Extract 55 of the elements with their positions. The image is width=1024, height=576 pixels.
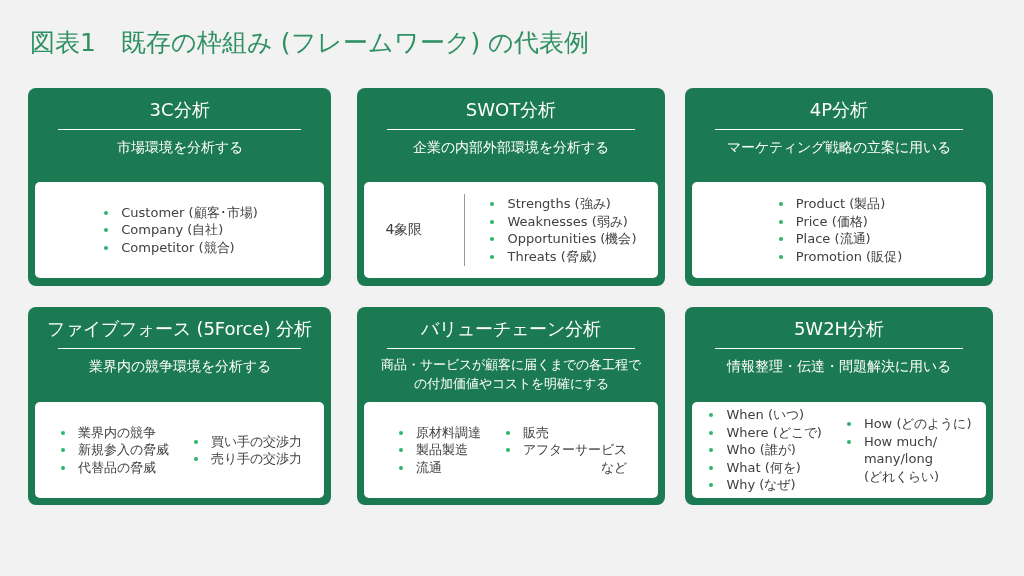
list-item: How (どのように) [843, 415, 972, 433]
quadrant-label: 4象限 [385, 221, 424, 239]
card-subtitle: 市場環境を分析する [115, 138, 244, 157]
list-item: How much/many/long (どれくらい) [843, 432, 946, 485]
list-item: What (何を) [706, 458, 822, 477]
card-title: バリューチェーン分析 [420, 317, 602, 341]
card-subtitle: 情報整理・伝達・問題解決に用いる [725, 357, 952, 376]
list-item: 流通 [395, 458, 481, 477]
list-item: Price (価格) [775, 212, 903, 230]
list-item: 販売 [502, 423, 627, 442]
list-item: アフターサービス [502, 441, 627, 459]
card-title: ファイブフォース (5Force) 分析 [45, 317, 314, 341]
list-item: Where (どこで) [706, 423, 822, 442]
content-box [692, 402, 986, 498]
list-item: Weaknesses (弱み) [487, 212, 637, 230]
content-box [35, 182, 324, 278]
list-item: Opportunities (機会) [487, 230, 637, 248]
content-box [692, 182, 986, 278]
list-item: 買い手の交渉力 [190, 432, 302, 450]
content-box [364, 402, 658, 498]
content-box [364, 182, 658, 278]
card-subtitle: 業界内の競争環境を分析する [87, 357, 272, 376]
card-title: 4P分析 [808, 98, 870, 122]
list-item: 原材料調達 [395, 423, 481, 442]
card-subtitle: マーケティング戦略の立案に用いる [726, 138, 952, 157]
list-item: など [599, 458, 627, 477]
card-subtitle: 商品・サービスが顧客に届くまでの各工程での付加価値やコストを明確にする [380, 356, 642, 393]
list-item: Why (なぜ) [706, 476, 822, 494]
card-title: 3C分析 [148, 98, 211, 122]
framework-card [685, 307, 993, 505]
list-item: Competitor (競合) [101, 238, 258, 257]
card-subtitle: 企業の内部外部環境を分析する [412, 138, 610, 157]
list-item: 売り手の交渉力 [190, 450, 302, 468]
list-item: When (いつ) [706, 406, 822, 424]
list-item: 業界内の競争 [57, 423, 169, 442]
framework-card [357, 88, 665, 286]
list-item: Customer (顧客･市場) [101, 203, 258, 222]
list-item: Product (製品) [775, 195, 903, 213]
page-title: 図表1 既存の枠組み (フレームワーク) の代表例 [30, 27, 590, 59]
list-item: Place (流通) [775, 230, 903, 248]
content-box [35, 402, 324, 498]
framework-card [28, 307, 331, 505]
framework-card [357, 307, 665, 505]
card-title: SWOT分析 [464, 98, 558, 122]
list-item: Company (自社) [101, 221, 258, 239]
framework-card [28, 88, 331, 286]
framework-card [685, 88, 993, 286]
list-item: 製品製造 [395, 441, 481, 459]
list-item: Strengths (強み) [487, 195, 637, 213]
list-item: 代替品の脅威 [57, 458, 169, 477]
list-item: Threats (脅威) [487, 247, 637, 265]
list-item: Promotion (販促) [775, 247, 903, 265]
list-item: Who (誰が) [706, 441, 822, 459]
card-title: 5W2H分析 [792, 317, 886, 341]
list-item: 新規参入の脅威 [57, 441, 169, 459]
